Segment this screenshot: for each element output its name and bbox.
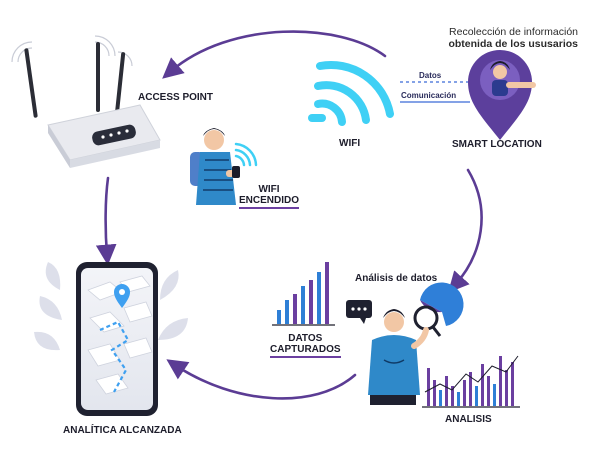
- recoleccion-line2: obtenida de los ususarios: [448, 38, 578, 50]
- wifi-encendido-label: WIFI ENCENDIDO: [239, 184, 300, 209]
- datos-capturados-label: DATOS CAPTURADOS: [270, 333, 341, 358]
- wifi-encendido-line1: WIFI: [258, 184, 280, 195]
- analisis-chart: [422, 355, 520, 408]
- recoleccion-note: Recolección de información obtenida de l…: [398, 26, 578, 50]
- arrow-smart-location-to-analysis: [448, 168, 483, 293]
- phone-map-icon: [34, 262, 188, 416]
- wifi-label: WIFI: [339, 138, 361, 149]
- analisis-de-datos-label: Análisis de datos: [355, 273, 438, 284]
- analyst-person-icon: [368, 282, 464, 405]
- link-comunicacion-label: Comunicación: [401, 91, 457, 100]
- person-phone-icon: [190, 128, 258, 205]
- datos-capturados-line2: CAPTURADOS: [270, 344, 341, 358]
- arrow-wifi-to-access-point: [162, 30, 387, 79]
- link-connector: [400, 81, 470, 103]
- recoleccion-line1: Recolección de información: [449, 26, 578, 38]
- wifi-encendido-line2: ENCENDIDO: [239, 195, 300, 209]
- speech-bubble-icon: [346, 300, 372, 324]
- access-point-label: ACCESS POINT: [138, 92, 214, 103]
- smart-location-label: SMART LOCATION: [452, 139, 542, 150]
- analitica-alcanzada-label: ANALÍTICA ALCANZADA: [63, 425, 182, 436]
- arrow-access-point-to-analitica: [95, 176, 117, 266]
- router-icon: [11, 35, 161, 168]
- location-pin-icon: [468, 50, 536, 140]
- analisis-label: ANALISIS: [445, 414, 492, 425]
- cycle-arrows: [95, 30, 483, 400]
- link-datos-label: Datos: [419, 71, 442, 80]
- datos-capturados-line1: DATOS: [288, 333, 323, 344]
- arrow-analysis-to-analitica: [166, 359, 357, 400]
- wifi-icon: [308, 61, 394, 126]
- datos-capturados-chart: [272, 262, 335, 326]
